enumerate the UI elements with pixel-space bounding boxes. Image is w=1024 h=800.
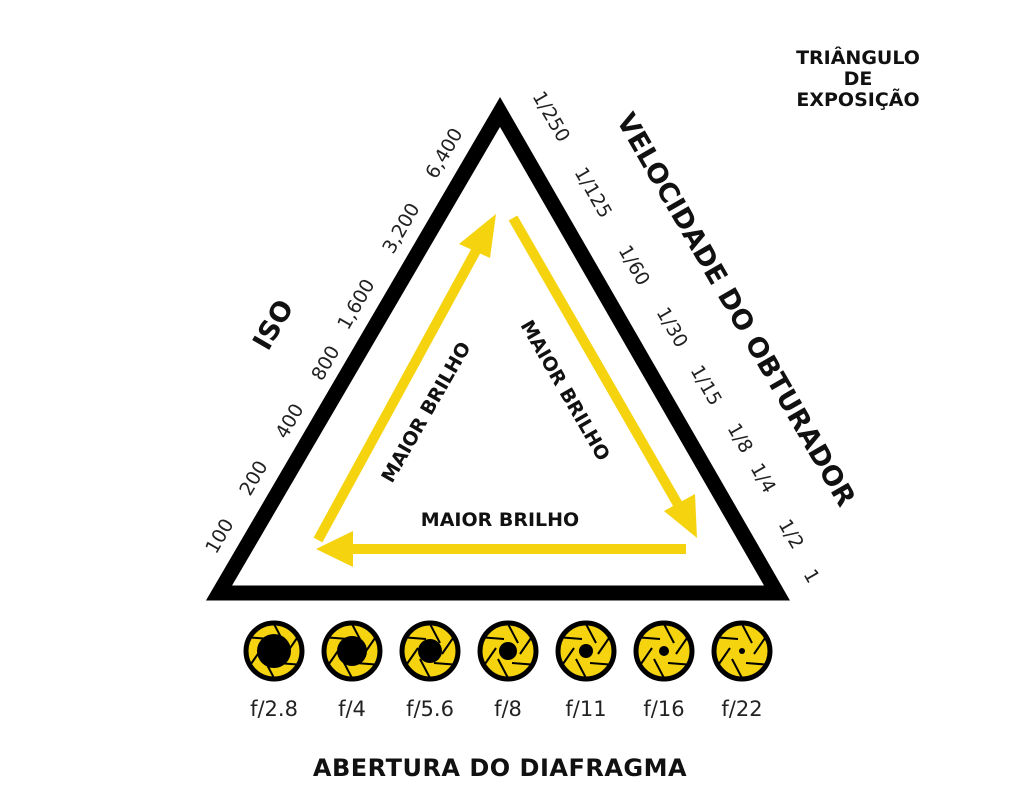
aperture-iris-icon (399, 620, 461, 682)
aperture-iris-icon (711, 620, 773, 682)
shutter-value: 1/30 (652, 304, 692, 352)
arrowhead-up-icon (459, 214, 496, 258)
aperture-value: f/22 (721, 697, 762, 721)
shutter-value: 1/15 (686, 362, 726, 410)
title-line-1: TRIÂNGULO (796, 47, 920, 69)
aperture-value: f/16 (643, 697, 684, 721)
shutter-value: 1/60 (614, 242, 654, 290)
shutter-value: 1/250 (528, 88, 574, 146)
iso-value: 100 (201, 515, 238, 557)
aperture-value: f/2.8 (250, 697, 298, 721)
shutter-value: 1/125 (570, 164, 616, 222)
arrowhead-down-icon (664, 494, 697, 538)
aperture-scale: f/2.8 f/4 f/5.6 f/8 f/11 f/16 f/22 (250, 697, 763, 721)
diagram-title: TRIÂNGULO DE EXPOSIÇÃO (760, 48, 956, 111)
shutter-value: 1 (799, 566, 824, 587)
aperture-iris-icon (633, 620, 695, 682)
exposure-triangle (205, 97, 790, 601)
arrowhead-left-icon (316, 531, 353, 567)
shutter-value: 1/4 (746, 460, 780, 497)
arrow-right-shutter (508, 215, 697, 538)
aperture-iris-icon (321, 620, 383, 682)
aperture-iris-icon (555, 620, 617, 682)
arrow-label-bottom: MAIOR BRILHO (421, 509, 579, 531)
arrow-bottom-aperture (316, 531, 686, 567)
arrow-label-right: MAIOR BRILHO (516, 317, 614, 465)
title-line-3: EXPOSIÇÃO (796, 89, 920, 111)
iso-axis-label: ISO (247, 295, 300, 356)
aperture-iris-icon (477, 620, 539, 682)
aperture-value: f/5.6 (406, 697, 454, 721)
aperture-value: f/4 (338, 697, 366, 721)
aperture-value: f/8 (494, 697, 522, 721)
shutter-value: 1/2 (774, 516, 808, 553)
iso-value: 200 (235, 457, 272, 499)
aperture-icons (243, 620, 773, 682)
aperture-value: f/11 (565, 697, 606, 721)
arrow-left-iso (313, 214, 496, 543)
title-line-2: DE (843, 68, 873, 90)
aperture-axis-label: ABERTURA DO DIAFRAGMA (313, 754, 687, 782)
aperture-iris-icon (243, 620, 305, 682)
shutter-value: 1/8 (723, 420, 757, 457)
